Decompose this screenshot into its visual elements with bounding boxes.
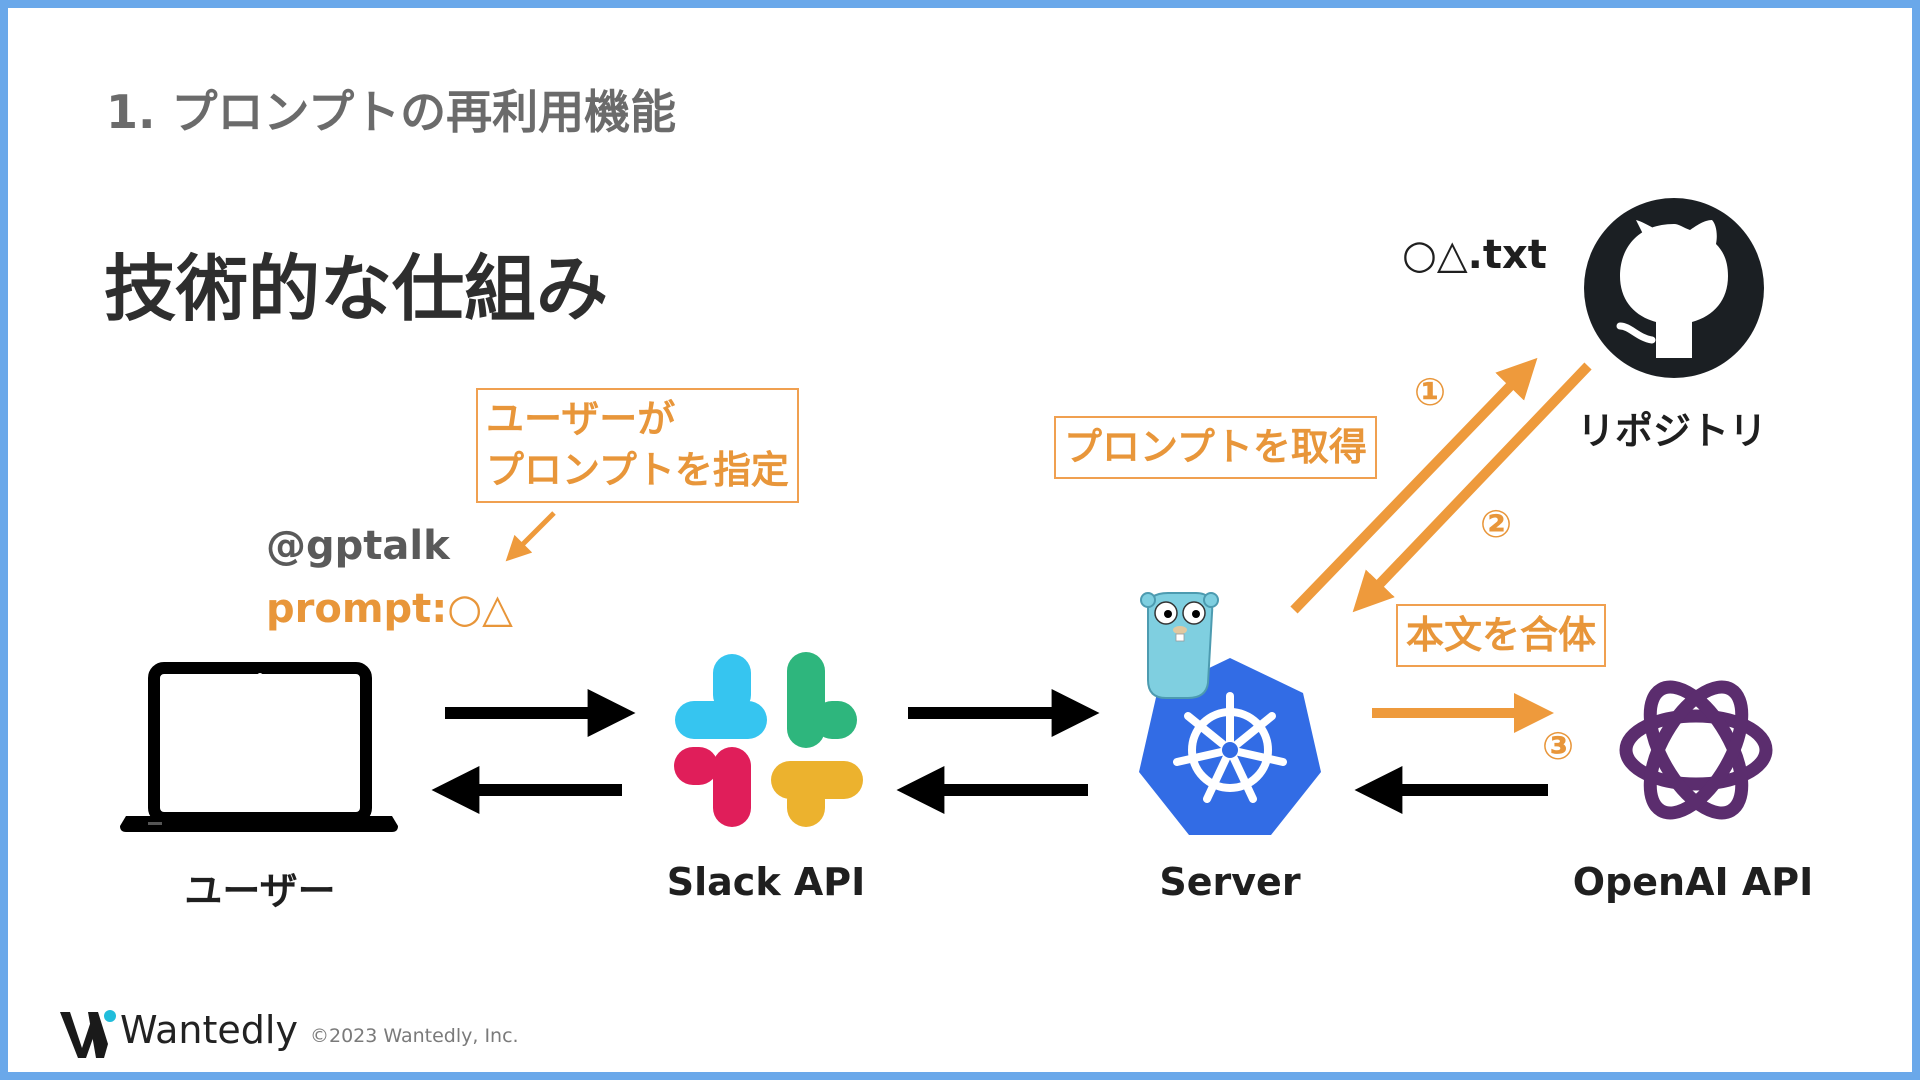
fetch-prompt-callout: プロンプトを取得: [1054, 416, 1377, 480]
wantedly-logo-icon: [60, 1010, 116, 1058]
step-3-marker: ③: [1542, 724, 1575, 768]
flow-arrows: [431, 689, 1548, 814]
server-label: Server: [1159, 860, 1301, 904]
slack-icon: [674, 652, 863, 827]
openai-icon: [1619, 680, 1773, 820]
arrow-repo-to-server: [1352, 362, 1592, 613]
orange-arrows: [505, 357, 1592, 733]
brand-name: Wantedly: [120, 1008, 298, 1052]
prompt-file-name: ○△.txt: [1402, 232, 1547, 278]
callout-pointer-arrow: [505, 511, 556, 562]
section-title: 1. プロンプトの再利用機能: [106, 85, 677, 139]
step-1-marker: ①: [1414, 370, 1447, 414]
arrow-server-to-repo: [1290, 357, 1538, 614]
slack-api-label: Slack API: [666, 860, 866, 904]
diagram-graphics: [60, 198, 1773, 1058]
gopher-icon: [1140, 592, 1219, 699]
openai-api-label: OpenAI API: [1572, 860, 1814, 904]
github-icon: [1584, 198, 1764, 378]
laptop-icon: [120, 662, 398, 832]
page-title: 技術的な仕組み: [104, 247, 609, 331]
step-2-marker: ②: [1480, 502, 1513, 546]
repository-label: リポジトリ: [1576, 409, 1767, 453]
copyright-text: ©2023 Wantedly, Inc.: [310, 1025, 519, 1047]
merge-body-callout: 本文を合体: [1396, 604, 1607, 668]
bot-mention: @gptalk: [266, 523, 450, 569]
prompt-text: prompt:○△: [266, 586, 513, 632]
user-callout: ユーザーが プロンプトを指定: [476, 388, 799, 503]
kubernetes-icon: [1139, 658, 1321, 835]
user-label: ユーザー: [184, 869, 336, 913]
